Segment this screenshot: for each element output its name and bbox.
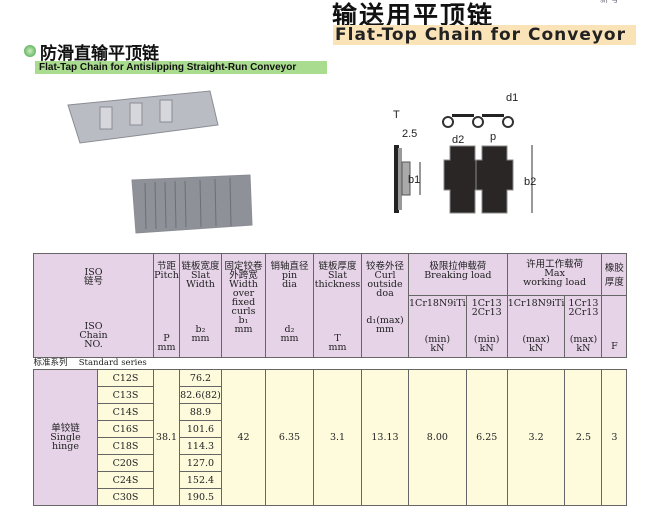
corner-text: 新 号 [600,0,619,5]
slat-width: 88.9 [179,403,222,421]
label-b1: b1 [408,174,420,186]
cell-bl2: 6.25 [465,369,508,506]
hdr-rubber-unit: F [601,295,628,358]
label-d2: d2 [452,134,464,146]
table-row: C13S 82.6(82) [34,386,627,404]
table-row: C18S 114.3 [34,437,627,455]
series-label: 标准系列 Standard series [33,357,627,370]
label-p: p [490,131,496,143]
chain-code: C14S [97,403,154,421]
hdr-mat-1: 1Cr18N9iTi(min) kN [408,295,467,358]
slat-width: 127.0 [179,454,222,472]
slat-width: 76.2 [179,369,222,387]
cell-b1: 42 [221,369,266,506]
hdr-iso: ISO 链号 ISO Chain NO. [33,253,154,358]
section-title-cn: 防滑直输平顶链 [40,44,159,64]
cell-bl1: 8.00 [408,369,467,506]
label-b2: b2 [524,176,536,188]
hdr-mat-2: 1Cr13 2Cr13(min) kN [465,295,508,358]
group-cell: 单铰链 Single hinge [33,369,98,506]
hdr-rubber: 橡胶 厚度 [601,253,628,296]
bullet-icon [24,45,36,57]
chain-code: C20S [97,454,154,472]
cell-F: 3 [601,369,628,506]
table-row: C20S 127.0 [34,454,627,472]
cell-wl1: 3.2 [506,369,566,506]
label-d1: d1 [506,92,518,104]
cell-wl2: 2.5 [564,369,603,506]
dimension-diagram: b1 T 2.5 d2 p d1 b2 [393,92,536,214]
page-title-en: Flat-Top Chain for Conveyor [333,25,636,45]
chain-code: C16S [97,420,154,438]
slat-width: 152.4 [179,471,222,489]
label-T: T [393,109,400,121]
chain-code: C30S [97,488,154,506]
hdr-iso-en: ISO Chain NO. [79,321,108,350]
cell-d1: 13.13 [361,369,409,506]
chain-photo [67,90,253,234]
label-2.5: 2.5 [402,128,417,140]
hdr-mat-4: 1Cr13 2Cr13(max) kN [564,295,603,358]
slat-width: 101.6 [179,420,222,438]
hdr-working-load: 许用工作载荷 Max working load [506,253,603,296]
slat-width: 114.3 [179,437,222,455]
chain-code: C18S [97,437,154,455]
hdr-mat-3: 1Cr18N9iTi(max) kN [506,295,566,358]
table-row: C30S 190.5 [34,488,627,506]
slat-width: 190.5 [179,488,222,506]
cell-T: 3.1 [313,369,362,506]
chain-code: C24S [97,471,154,489]
table-row: C24S 152.4 [34,471,627,489]
pitch-cell: 38.1 [153,369,180,506]
table-row: C16S 101.6 [34,420,627,438]
cell-d2: 6.35 [265,369,314,506]
hdr-iso-cn: ISO 链号 [83,267,103,287]
hdr-breaking-load: 极限拉伸载荷 Breaking load [408,253,508,296]
slat-width: 82.6(82) [179,386,222,404]
chain-code: C13S [97,386,154,404]
section-title-en: Flat-Tap Chain for Antislipping Straight… [35,61,327,74]
chain-code: C12S [97,369,154,387]
table-row: C14S 88.9 [34,403,627,421]
